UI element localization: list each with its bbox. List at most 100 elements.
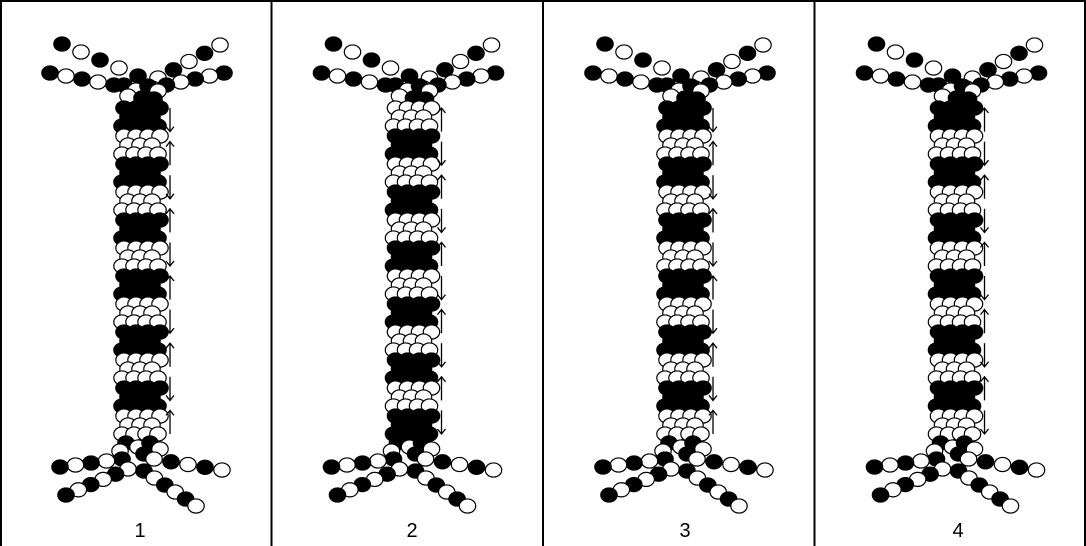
top-left-lower-chain-bead <box>856 66 872 80</box>
top-left-upper-chain-bead <box>92 53 108 67</box>
top-right-lower-chain-bead <box>487 66 503 80</box>
top-left-lower-chain-bead <box>313 66 329 80</box>
bottom-right-upper-chain-bead <box>1028 463 1044 477</box>
top-left-lower-chain-bead <box>90 75 106 89</box>
panel-3 <box>543 0 775 546</box>
arrow-down <box>166 310 174 334</box>
bottom-right-upper-chain-bead <box>434 455 450 469</box>
top-left-upper-chain-bead <box>344 45 360 59</box>
bottom-right-upper-chain-bead <box>468 460 484 474</box>
top-right-lower-chain-bead <box>473 69 489 83</box>
bottom-right-upper-chain-bead <box>723 457 739 471</box>
top-left-lower-chain-bead <box>601 69 617 83</box>
bottom-left-lower-chain-bead <box>872 488 888 502</box>
top-right-upper-chain-bead <box>724 54 740 68</box>
top-left-upper-chain-bead <box>54 37 70 51</box>
top-left-upper-chain-bead <box>325 37 341 51</box>
top-right-upper-chain-bead <box>212 38 228 52</box>
bottom-right-upper-chain-bead <box>451 457 467 471</box>
top-right-lower-chain-bead <box>730 72 746 86</box>
bottom-right-upper-chain-bead <box>163 455 179 469</box>
top-left-upper-chain-bead <box>382 61 398 75</box>
bottom-right-upper-chain-bead <box>197 460 213 474</box>
top-right-lower-chain-bead <box>716 75 732 89</box>
bottom-right-upper-chain-bead <box>994 457 1010 471</box>
top-left-upper-chain-bead <box>635 53 651 67</box>
bottom-right-upper-chain-bead <box>689 452 705 466</box>
top-left-lower-chain-bead <box>345 72 361 86</box>
panel-label-2: 2 <box>406 520 417 542</box>
panel-label-3: 3 <box>679 520 690 542</box>
arrow-down <box>709 175 717 199</box>
top-right-lower-chain-bead <box>173 75 189 89</box>
top-right-upper-chain-bead <box>739 46 755 60</box>
top-right-upper-chain-bead <box>755 38 771 52</box>
bottom-left-lower-chain-bead <box>601 488 617 502</box>
bottom-left-upper-chain-bead <box>98 454 114 468</box>
top-left-lower-chain-bead <box>74 72 90 86</box>
bottom-left-lower-chain-bead <box>329 488 345 502</box>
top-right-lower-chain-bead <box>744 69 760 83</box>
arrow-up <box>709 276 717 300</box>
bottom-left-upper-chain-bead <box>882 458 898 472</box>
arrow-up <box>166 276 174 300</box>
panels <box>42 0 1047 546</box>
panel-label-1: 1 <box>134 520 145 542</box>
bottom-left-upper-chain-bead <box>641 454 657 468</box>
top-left-upper-chain-bead <box>73 45 89 59</box>
top-left-upper-chain-bead <box>887 45 903 59</box>
arrow-up <box>981 108 989 132</box>
bottom-right-upper-chain-bead <box>706 455 722 469</box>
top-right-lower-chain-bead <box>216 66 232 80</box>
top-left-upper-chain-bead <box>597 37 613 51</box>
bottom-left-upper-chain-bead <box>913 454 929 468</box>
bottom-right-upper-chain-bead <box>977 455 993 469</box>
top-left-lower-chain-bead <box>42 66 58 80</box>
top-right-lower-chain-bead <box>1030 66 1046 80</box>
arrow-up <box>981 242 989 266</box>
top-left-upper-chain-bead <box>654 61 670 75</box>
top-right-upper-chain-bead <box>1026 38 1042 52</box>
bottom-right-upper-chain-bead <box>214 463 230 477</box>
bottom-right-lower-chain-bead <box>731 499 747 513</box>
bottom-left-upper-chain-bead <box>626 456 642 470</box>
top-left-lower-chain-bead <box>633 75 649 89</box>
arrow-up <box>709 410 717 434</box>
arrow-down <box>981 142 989 166</box>
bottom-left-upper-chain-bead <box>323 460 339 474</box>
top-right-upper-chain-bead <box>196 46 212 60</box>
bottom-left-upper-chain-bead <box>67 458 83 472</box>
arrow-down <box>438 343 446 367</box>
bottom-left-lower-chain-bead <box>58 488 74 502</box>
top-right-upper-chain-bead <box>468 46 484 60</box>
top-left-upper-chain-bead <box>868 37 884 51</box>
bottom-right-lower-chain-bead <box>1002 499 1018 513</box>
top-left-lower-chain-bead <box>888 72 904 86</box>
top-left-upper-chain-bead <box>363 53 379 67</box>
top-right-lower-chain-bead <box>444 75 460 89</box>
top-right-upper-chain-bead <box>181 54 197 68</box>
top-left-lower-chain-bead <box>904 75 920 89</box>
arrow-up <box>438 242 446 266</box>
bottom-right-lower-chain-bead <box>459 499 475 513</box>
top-right-upper-chain-bead <box>1011 46 1027 60</box>
panel-4 <box>815 0 1047 546</box>
arrow-up <box>166 410 174 434</box>
arrow-up <box>438 108 446 132</box>
bottom-left-upper-chain-bead <box>866 460 882 474</box>
bottom-left-upper-chain-bead <box>610 458 626 472</box>
bottom-right-upper-chain-bead <box>146 452 162 466</box>
panel-1 <box>42 37 232 513</box>
top-right-lower-chain-bead <box>1002 72 1018 86</box>
bottom-right-upper-chain-bead <box>417 452 433 466</box>
bottom-right-upper-chain-bead <box>757 463 773 477</box>
arrow-down <box>438 142 446 166</box>
arrow-down <box>166 175 174 199</box>
bottom-right-upper-chain-bead <box>1011 460 1027 474</box>
top-right-upper-chain-bead <box>995 54 1011 68</box>
top-left-lower-chain-bead <box>329 69 345 83</box>
bottom-left-upper-chain-bead <box>339 458 355 472</box>
top-left-lower-chain-bead <box>585 66 601 80</box>
top-right-lower-chain-bead <box>1016 69 1032 83</box>
arrow-down <box>981 343 989 367</box>
